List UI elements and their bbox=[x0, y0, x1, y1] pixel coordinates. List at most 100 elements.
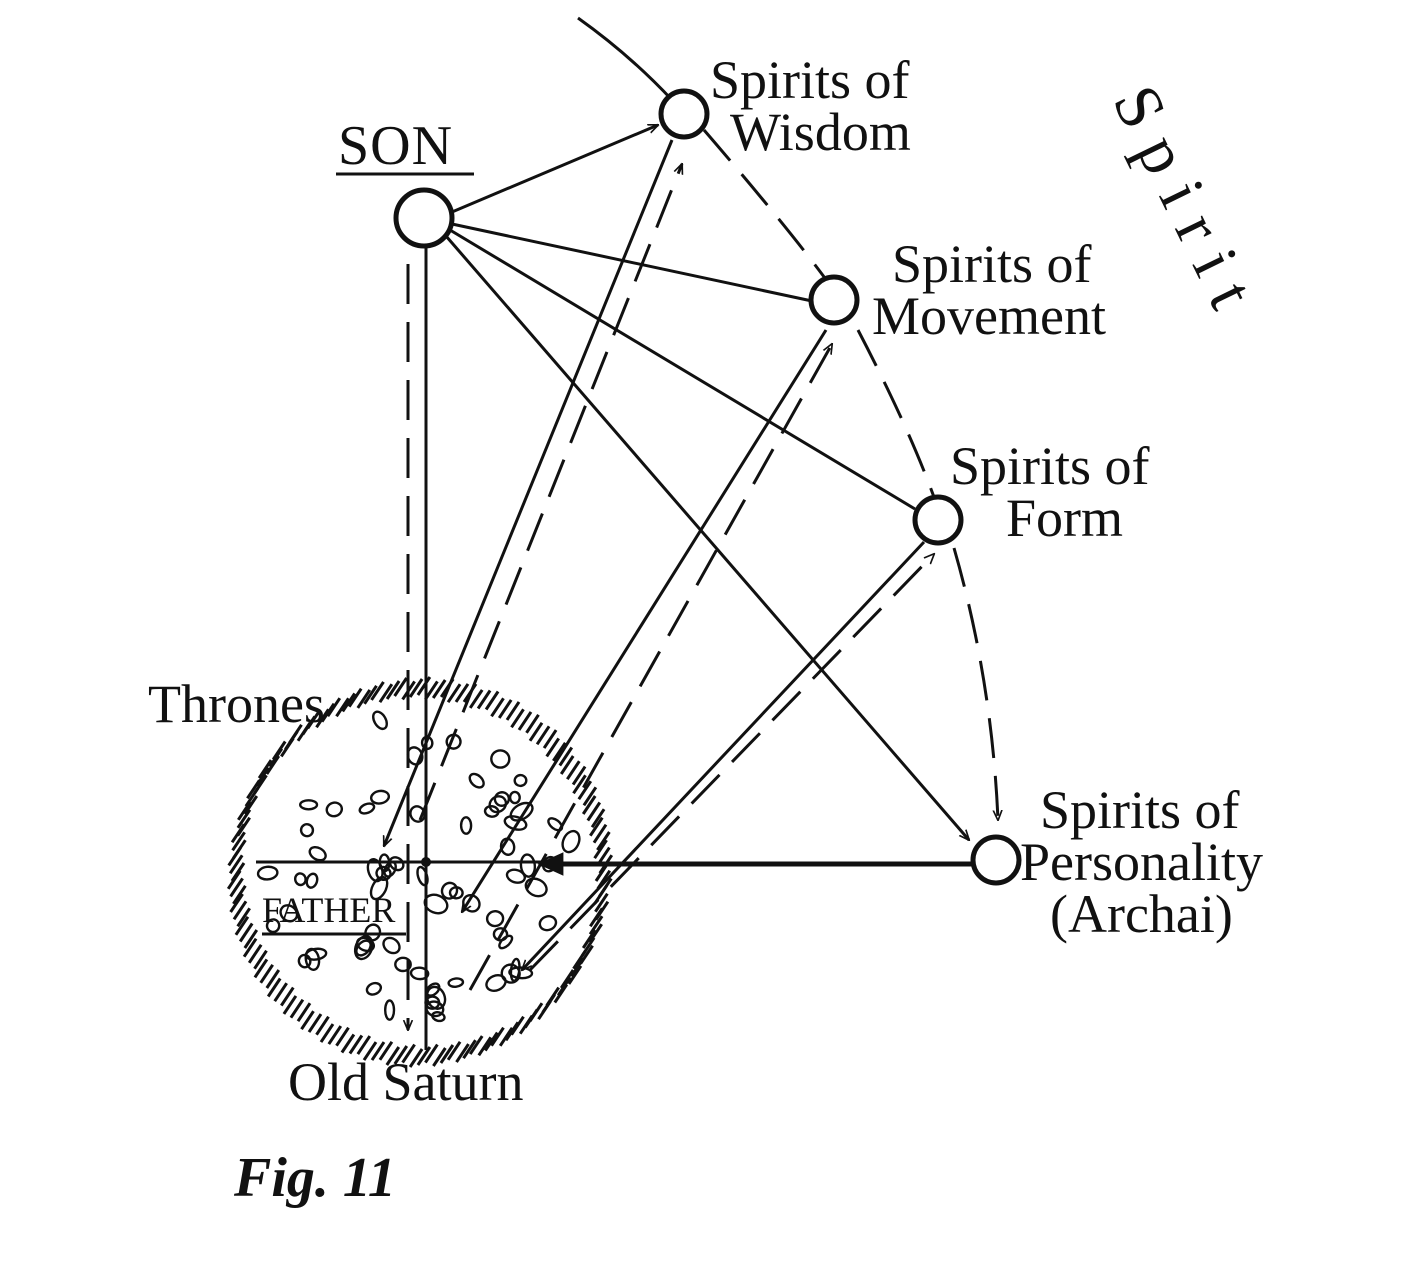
pebble-mark bbox=[382, 936, 401, 955]
pebble-mark bbox=[485, 974, 507, 992]
pebble-mark bbox=[500, 963, 521, 984]
pebble-mark bbox=[256, 865, 279, 881]
personality-label-line1: Spirits of bbox=[1040, 780, 1240, 840]
hatch-mark bbox=[490, 697, 505, 718]
spirit-arc bbox=[577, 16, 674, 102]
hatch-mark bbox=[408, 1048, 424, 1068]
hatch-mark bbox=[231, 831, 246, 852]
pebble-mark bbox=[299, 799, 319, 811]
thrones-label: Thrones bbox=[148, 674, 325, 734]
hatch-mark bbox=[525, 713, 540, 734]
hatch-mark bbox=[257, 759, 273, 779]
hatch-mark bbox=[363, 684, 378, 705]
hatch-mark bbox=[572, 949, 587, 970]
hatch-mark bbox=[243, 929, 259, 949]
wisdom-up-dashed-line bbox=[418, 164, 684, 821]
pebble-mark bbox=[297, 953, 312, 969]
wisdom-down-line bbox=[382, 139, 674, 846]
hatch-mark bbox=[571, 765, 587, 786]
spirit-label: Spirit bbox=[1099, 75, 1276, 336]
hatch-mark bbox=[280, 986, 295, 1007]
hatch-mark bbox=[592, 823, 608, 844]
hatch-mark bbox=[498, 1026, 514, 1047]
hatch-mark bbox=[454, 683, 470, 703]
form-label-line1: Spirits of bbox=[950, 436, 1150, 496]
pebble-mark bbox=[293, 872, 307, 887]
sphere-hatching bbox=[226, 676, 614, 1068]
form-up-dashed-line bbox=[528, 554, 934, 972]
personality-label-line3: (Archai) bbox=[1050, 884, 1233, 944]
hatch-mark bbox=[581, 929, 597, 949]
wisdom-label-line2: Wisdom bbox=[730, 102, 911, 162]
hatch-mark bbox=[505, 701, 521, 721]
hatch-mark bbox=[588, 915, 604, 936]
spirit-arc-dashed-3 bbox=[952, 547, 998, 820]
pebble-mark bbox=[508, 790, 521, 805]
hatch-mark bbox=[253, 958, 269, 979]
hatch-mark bbox=[484, 1031, 499, 1052]
pebble-mark bbox=[394, 956, 412, 973]
hatch-mark bbox=[335, 697, 350, 718]
pebble-mark bbox=[519, 853, 537, 878]
wisdom-label-line1: Spirits of bbox=[710, 50, 910, 110]
hatch-mark bbox=[476, 689, 492, 710]
hatch-mark bbox=[307, 1013, 323, 1033]
pebble-mark bbox=[468, 772, 485, 789]
spirit-arc-dashed bbox=[702, 129, 832, 286]
hatch-mark bbox=[259, 963, 274, 984]
pebble-mark bbox=[493, 791, 511, 807]
hatch-mark bbox=[327, 1025, 343, 1045]
pebble-mark bbox=[524, 877, 548, 898]
sphere-pebbles bbox=[256, 710, 581, 1023]
hatch-mark bbox=[589, 816, 604, 837]
hatch-mark bbox=[289, 998, 305, 1019]
hatch-mark bbox=[590, 808, 606, 829]
hatch-mark bbox=[432, 1047, 447, 1067]
hatch-mark bbox=[542, 729, 558, 749]
hatch-mark bbox=[537, 1000, 552, 1021]
hatch-mark bbox=[232, 900, 248, 921]
hatch-mark bbox=[340, 1033, 356, 1054]
hatch-mark bbox=[558, 746, 574, 767]
hatch-mark bbox=[253, 949, 268, 970]
pebble-mark bbox=[505, 868, 527, 884]
hatch-mark bbox=[378, 683, 394, 704]
pebble-mark bbox=[513, 773, 528, 788]
hatch-mark bbox=[378, 1040, 394, 1061]
hatch-mark bbox=[589, 907, 604, 928]
hatch-mark bbox=[424, 1043, 439, 1064]
old-saturn-sphere bbox=[226, 676, 614, 1068]
hatch-mark bbox=[265, 755, 281, 775]
hatch-mark bbox=[468, 689, 484, 709]
father-label: FATHER bbox=[262, 890, 395, 930]
hatch-mark bbox=[385, 680, 401, 700]
hatch-mark bbox=[230, 862, 246, 882]
pebble-mark bbox=[440, 881, 459, 900]
hatch-mark bbox=[484, 690, 500, 711]
wisdom-node bbox=[658, 88, 710, 140]
son-to-wisdom-line bbox=[451, 123, 658, 214]
hatch-mark bbox=[236, 808, 252, 829]
pebble-mark bbox=[483, 804, 500, 818]
hatch-mark bbox=[594, 892, 609, 913]
hatch-mark bbox=[572, 774, 587, 795]
pebble-mark bbox=[358, 802, 376, 815]
hatch-mark bbox=[242, 937, 258, 958]
pebble-mark bbox=[365, 981, 383, 996]
pebble-mark bbox=[325, 801, 344, 818]
son-label: SON bbox=[338, 115, 453, 177]
hatch-mark bbox=[416, 1046, 432, 1066]
hatch-mark bbox=[238, 922, 254, 943]
hatch-mark bbox=[559, 969, 575, 989]
son-to-personality-line bbox=[444, 235, 969, 840]
old-saturn-label: Old Saturn bbox=[288, 1052, 524, 1112]
hatch-mark bbox=[401, 1043, 416, 1064]
pebble-mark bbox=[388, 856, 405, 872]
hatch-mark bbox=[545, 737, 560, 758]
movement-label-line2: Movement bbox=[872, 286, 1106, 346]
pebble-mark bbox=[299, 823, 315, 838]
pebble-mark bbox=[353, 935, 374, 961]
hatch-mark bbox=[319, 1023, 335, 1043]
pebble-mark bbox=[384, 999, 396, 1021]
hatch-mark bbox=[504, 1021, 520, 1042]
